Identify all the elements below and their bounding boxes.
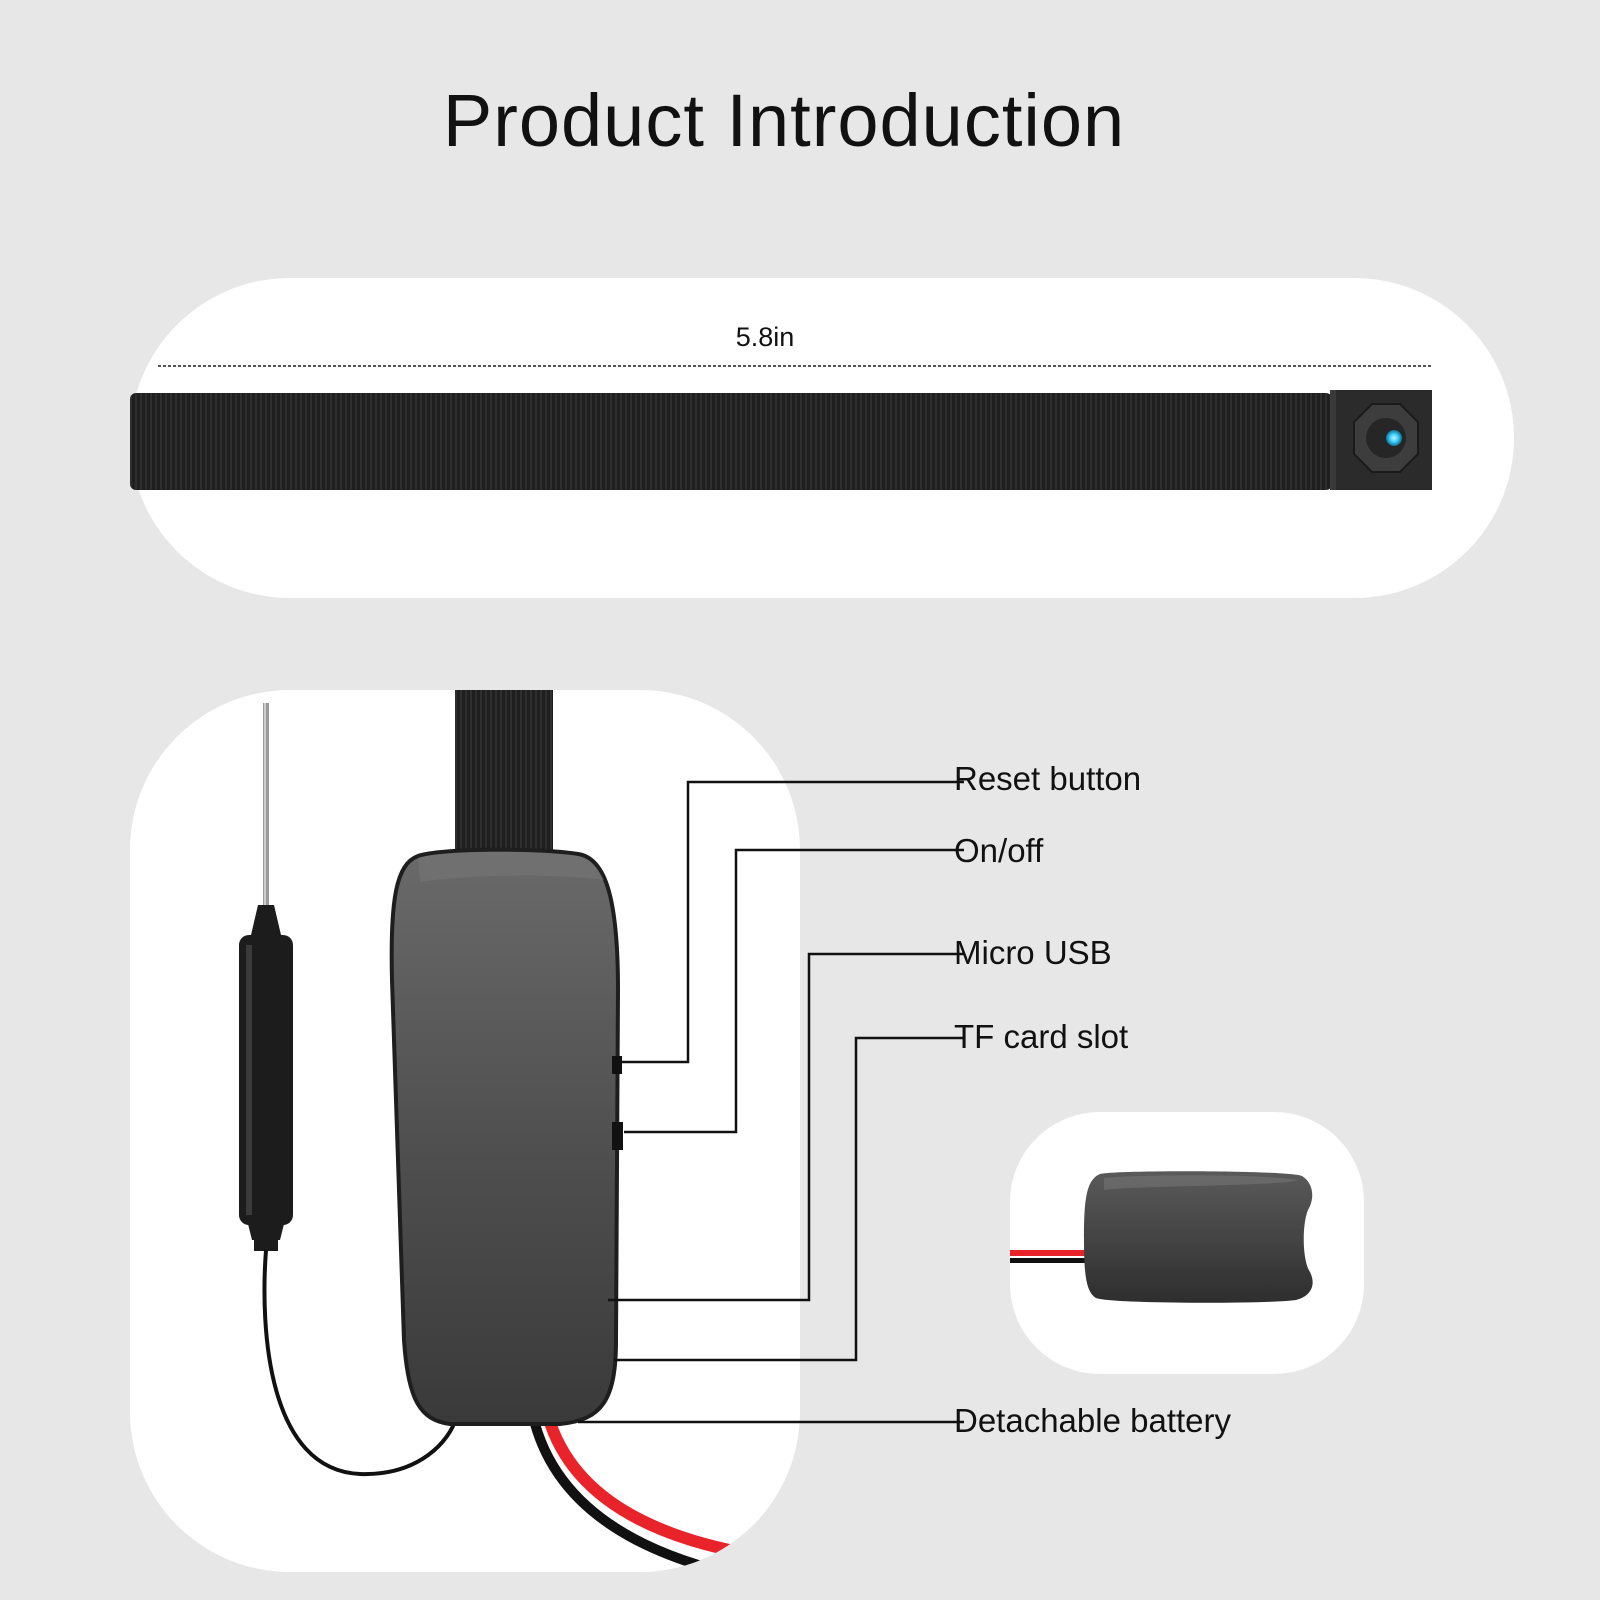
callout-leaders xyxy=(578,780,964,1424)
camera-strip xyxy=(130,390,1432,490)
callout-reset-button: Reset button xyxy=(954,760,1142,797)
callout-micro-usb: Micro USB xyxy=(954,934,1112,971)
camera-lens-icon xyxy=(1386,430,1402,446)
page-title: Product Introduction xyxy=(442,79,1126,162)
reset-button-port xyxy=(612,1056,622,1074)
battery-icon xyxy=(1010,1171,1313,1303)
power-button-port xyxy=(612,1122,623,1150)
strip-length-label: 5.8in xyxy=(735,322,795,352)
callout-tf-card-slot: TF card slot xyxy=(954,1018,1129,1055)
camera-module-body xyxy=(389,847,623,1426)
callout-detachable-battery: Detachable battery xyxy=(954,1402,1232,1439)
reset-pin-icon xyxy=(239,703,458,1477)
callout-on-off: On/off xyxy=(954,832,1044,869)
